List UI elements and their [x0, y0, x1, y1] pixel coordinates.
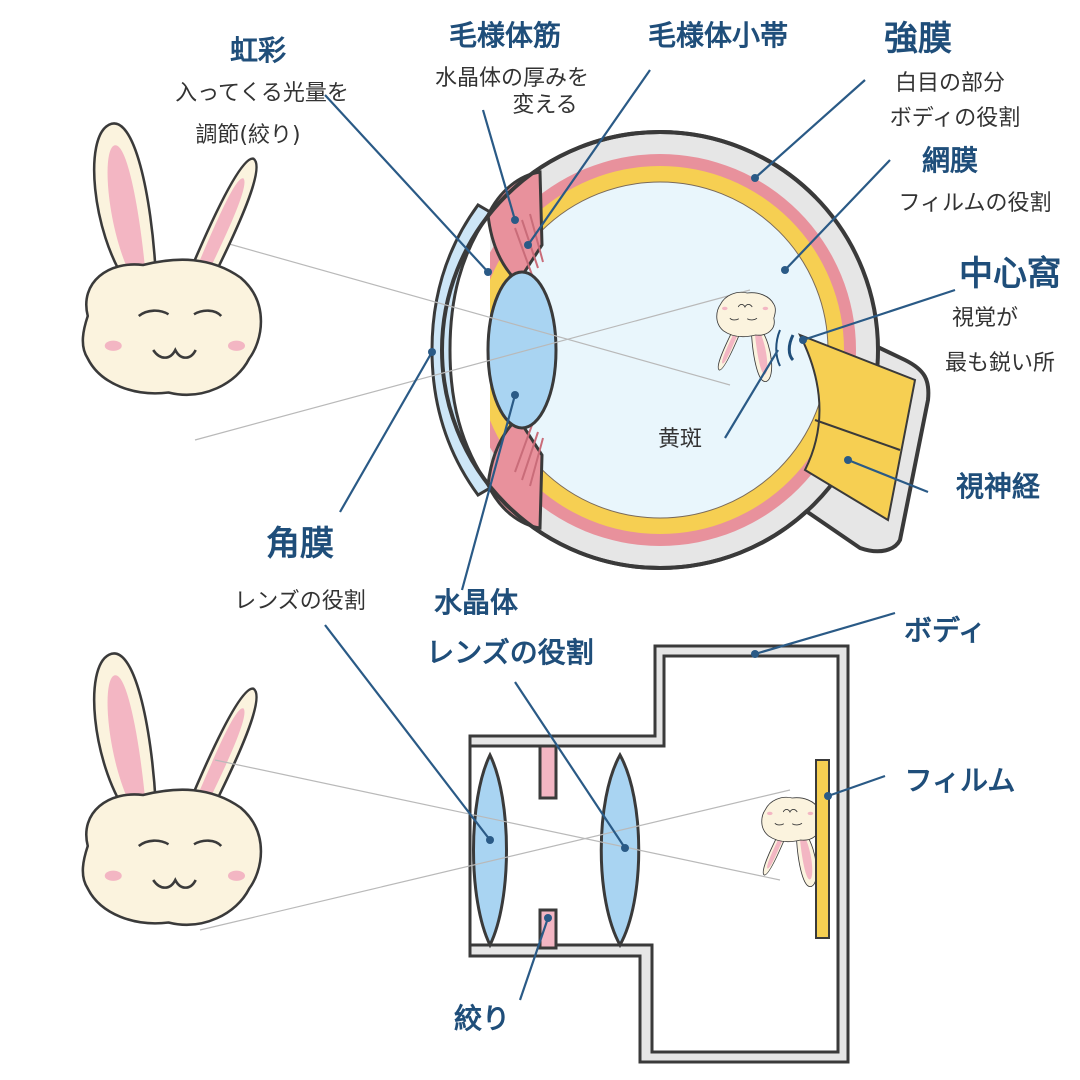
macula-mark — [775, 329, 781, 367]
leader-lines — [324, 69, 956, 1001]
optic-nerve-center-line — [814, 419, 901, 451]
label-zonule: 毛様体小帯 — [648, 19, 788, 52]
label-retina: 網膜 フィルムの役割 — [898, 144, 1051, 216]
camera-lens-front — [472, 751, 508, 949]
camera-light-rays — [199, 759, 791, 931]
label-lens: 水晶体 レンズの役割 — [426, 586, 593, 669]
lens-shape — [486, 270, 558, 430]
label-body: ボディ — [904, 614, 986, 647]
optic-nerve-title: 視神経 — [956, 470, 1041, 503]
film-strip — [815, 759, 830, 939]
sclera-outline — [440, 130, 880, 570]
fovea-mark — [787, 334, 795, 362]
camera-diagram — [468, 644, 850, 1064]
cornea-desc-1: レンズの役割 — [234, 589, 366, 614]
sclera-desc-1: 白目の部分 — [895, 71, 1005, 96]
fovea-title: 中心窩 — [959, 254, 1061, 294]
aperture-upper — [538, 744, 558, 800]
film-title: フィルム — [905, 764, 1016, 797]
label-macula: 黄斑 — [658, 427, 702, 452]
label-ciliary-muscle: 毛様体筋 水晶体の厚みを 変える — [435, 19, 589, 118]
ciliary-muscle-desc-2: 変える — [512, 93, 577, 118]
label-cornea: 角膜 レンズの役割 — [234, 524, 366, 614]
iris-desc-2: 調節(絞り) — [195, 123, 300, 148]
optic-nerve-shape — [797, 333, 917, 522]
lens-desc-1: レンズの役割 — [426, 636, 593, 669]
sclera-title: 強膜 — [884, 19, 952, 59]
rabbit-image-camera — [761, 796, 821, 888]
body-title: ボディ — [904, 614, 986, 647]
fovea-desc-1: 視覚が — [952, 306, 1018, 331]
aperture-lower — [538, 908, 558, 950]
label-iris: 虹彩 入ってくる光量を 調節(絞り) — [175, 34, 349, 148]
anterior-chamber — [420, 170, 490, 530]
label-aperture: 絞り — [454, 1002, 510, 1035]
ciliary-muscle-title: 毛様体筋 — [449, 19, 561, 52]
iris-desc-1: 入ってくる光量を — [175, 81, 349, 106]
zonule-lower — [514, 424, 544, 487]
fovea-desc-2: 最も鋭い所 — [945, 351, 1055, 376]
eye-light-rays — [194, 239, 751, 441]
rabbit-object-top — [81, 122, 263, 396]
cornea-title: 角膜 — [266, 524, 334, 564]
label-sclera: 強膜 白目の部分 ボディの役割 — [884, 19, 1020, 131]
label-optic-nerve: 視神経 — [956, 470, 1041, 503]
ciliary-muscle-desc-1: 水晶体の厚みを — [435, 66, 589, 91]
zonule-title: 毛様体小帯 — [648, 19, 788, 52]
retina-title: 網膜 — [922, 144, 978, 177]
camera-lens-rear — [599, 751, 641, 949]
macula-title: 黄斑 — [658, 427, 702, 452]
sclera-desc-2: ボディの役割 — [890, 106, 1020, 131]
label-film: フィルム — [905, 764, 1016, 797]
retina-desc-1: フィルムの役割 — [898, 191, 1051, 216]
iris-title: 虹彩 — [230, 34, 286, 67]
aperture-title: 絞り — [454, 1002, 510, 1035]
label-fovea: 中心窩 視覚が 最も鋭い所 — [945, 254, 1061, 376]
eye-cross-section — [420, 130, 931, 570]
rabbit-object-bottom — [81, 652, 263, 926]
lens-title: 水晶体 — [434, 586, 519, 619]
